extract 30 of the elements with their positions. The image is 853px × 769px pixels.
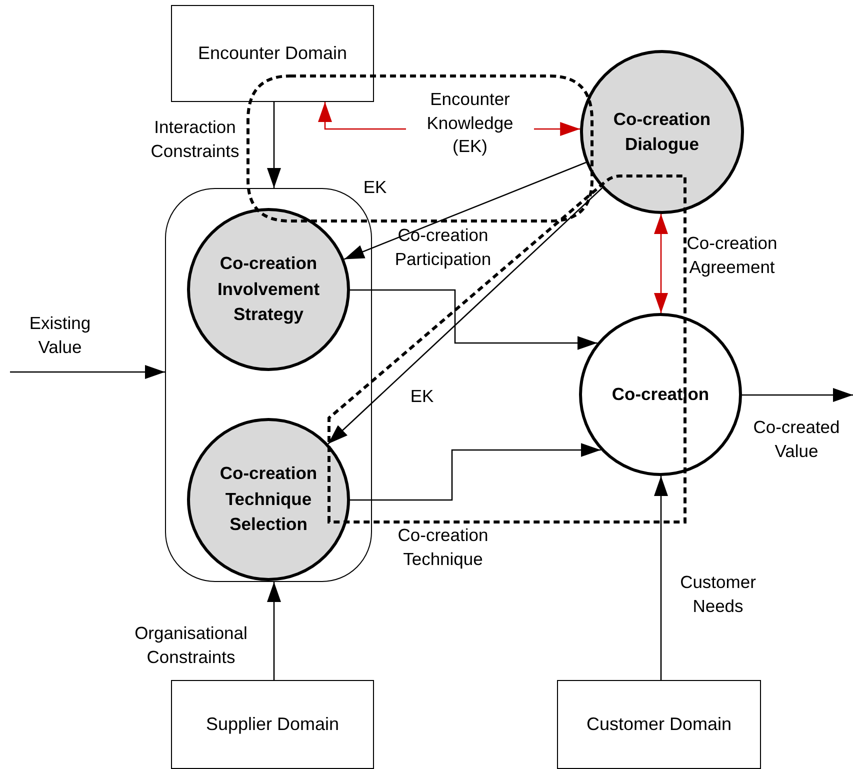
node-label: Encounter Domain xyxy=(198,43,348,64)
arrow xyxy=(328,188,603,444)
arrow xyxy=(267,102,281,188)
edge-label: Organisational Constraints xyxy=(134,622,248,669)
edge-label: Interaction Constraints xyxy=(150,116,240,163)
arrow xyxy=(10,365,165,379)
node-label: Co-creation Technique Selection xyxy=(218,462,318,536)
node-label: Supplier Domain xyxy=(206,714,340,735)
region-label: Co-creation Technique xyxy=(396,524,490,571)
node-label: Co-creation xyxy=(612,382,710,406)
arrow xyxy=(344,162,586,260)
node-label: Co-creation Involvement Strategy xyxy=(216,252,321,326)
arrow xyxy=(350,289,598,350)
arrow xyxy=(742,388,853,402)
edge-label: EK xyxy=(409,385,435,408)
edge-label: Co-creation Agreement xyxy=(686,232,778,279)
node-label: Customer Domain xyxy=(586,714,732,735)
arrow xyxy=(350,443,601,501)
region-label: Co-creation Participation xyxy=(394,224,492,271)
domain-box xyxy=(557,680,761,769)
edge-label: Customer Needs xyxy=(679,571,757,618)
arrow xyxy=(654,214,668,313)
arrow xyxy=(654,476,668,680)
domain-box xyxy=(171,680,374,769)
node-label: Co-creation Dialogue xyxy=(612,108,712,156)
edge-label: Existing Value xyxy=(28,312,92,359)
edge-label: EK xyxy=(362,176,388,199)
edge-label: Co-created Value xyxy=(752,416,841,463)
arrow xyxy=(267,582,281,680)
domain-box xyxy=(171,5,374,102)
